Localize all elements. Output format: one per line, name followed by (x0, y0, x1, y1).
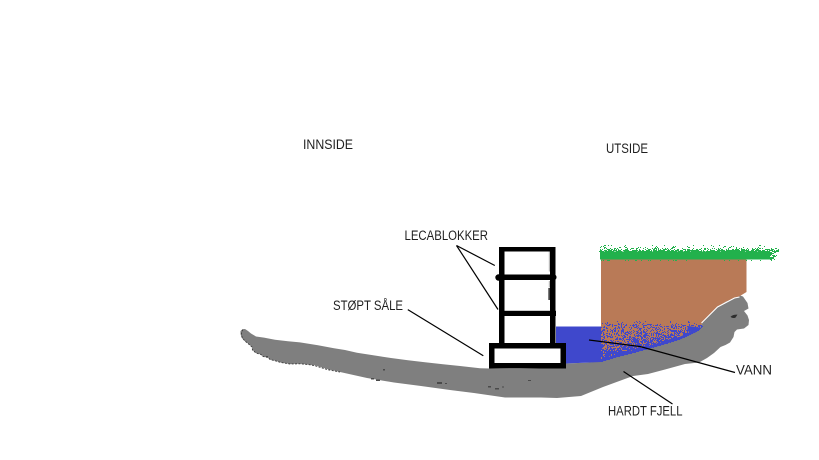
svg-text:LECABLOKKER: LECABLOKKER (405, 228, 489, 243)
svg-text:INNSIDE: INNSIDE (303, 137, 353, 152)
svg-text:UTSIDE: UTSIDE (606, 141, 648, 156)
svg-text:HARDT FJELL: HARDT FJELL (608, 404, 683, 419)
svg-text:VANN: VANN (736, 363, 772, 378)
svg-text:STØPT SÅLE: STØPT SÅLE (333, 298, 403, 313)
